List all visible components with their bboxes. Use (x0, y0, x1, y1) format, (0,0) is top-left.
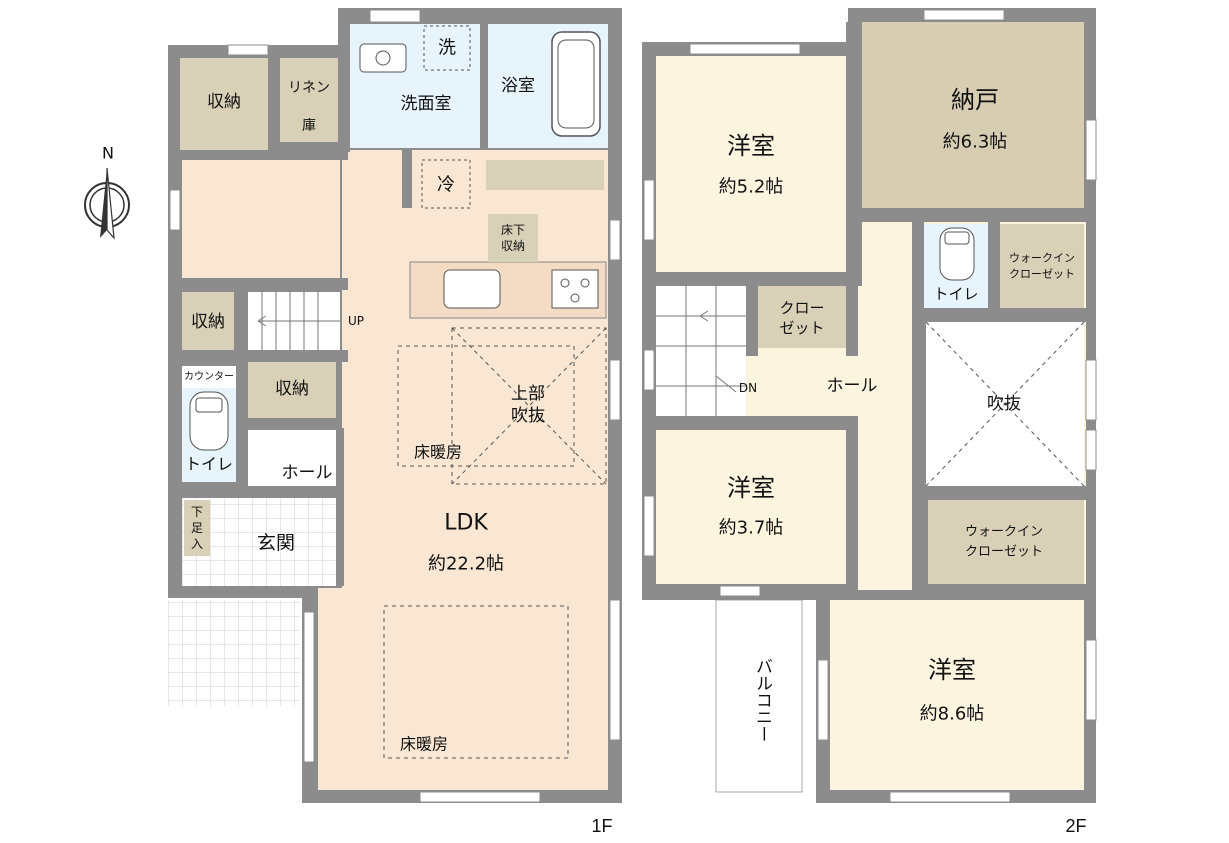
nando-room (862, 22, 1084, 208)
ldk-floor (318, 150, 608, 790)
wic-b-label-2: クローゼット (965, 545, 1043, 560)
floor-heating-label-2: 床暖房 (400, 735, 448, 754)
western-c-room (830, 600, 1084, 790)
linen-label-1: リネン (288, 80, 330, 96)
atrium-2f-label: 吹抜 (987, 394, 1021, 414)
washer-space (423, 25, 471, 71)
atrium-1f-label-2: 吹抜 (511, 406, 545, 426)
closet-label-2: ゼット (779, 319, 824, 337)
western-c-label: 洋室 (928, 656, 976, 684)
floor2-windows (643, 9, 1097, 803)
bathtub-inner-icon (557, 39, 595, 129)
counter-label: カウンター (184, 371, 234, 383)
bathtub-icon (551, 31, 601, 137)
floor-heating-zone-1 (397, 345, 575, 467)
wic-a (1000, 224, 1084, 308)
floor-heating-zone-2 (383, 605, 569, 759)
stove-icon (551, 269, 599, 309)
entrance-label: 玄関 (257, 532, 295, 554)
toilet-2f-label: トイレ (933, 285, 978, 303)
wic-a-label-2: クローゼット (1009, 268, 1075, 281)
up-label: UP (348, 314, 364, 328)
shoebox-label-3: 入 (191, 537, 203, 551)
wic-b-label-1: ウォークイン (965, 525, 1043, 540)
nando-label: 納戸 (951, 86, 999, 114)
toilet-1f-icon (189, 391, 229, 451)
compass-north-label: N (102, 144, 114, 163)
storage-c-label: 収納 (275, 379, 309, 399)
western-b-size: 約3.7帖 (719, 518, 784, 539)
fridge-space (421, 159, 471, 209)
storage-b (182, 292, 234, 350)
kitchen-back-storage (486, 160, 604, 190)
wash-label: 洗 (438, 38, 456, 59)
balcony-label: バルコニー (752, 658, 772, 743)
stairs-1f-lines (257, 292, 340, 350)
western-a-label: 洋室 (727, 132, 775, 160)
underfloor-label-2: 収納 (501, 239, 525, 253)
underfloor-label-1: 床下 (501, 223, 525, 237)
storage-a-label: 収納 (207, 92, 241, 112)
floor2-label: 2F (1065, 816, 1086, 836)
floor1-windows (169, 9, 621, 803)
atrium-1f-label-1: 上部 (511, 384, 545, 404)
shoebox-label-1: 下 (191, 505, 203, 519)
closet-2f (758, 286, 846, 348)
hall-2f-label: ホール (827, 376, 878, 396)
wic-b (928, 500, 1084, 584)
stairs-2f-lines (656, 286, 746, 416)
floor1-plan (168, 8, 622, 803)
toilet-1f-label: トイレ (185, 455, 233, 474)
western-a-size: 約5.2帖 (719, 177, 784, 198)
hall-1f-label: ホール (282, 463, 333, 483)
western-a-room (656, 56, 846, 272)
hall-upper-room (182, 158, 340, 278)
linen-storage (280, 58, 338, 142)
shoebox (184, 500, 210, 556)
storage-a (180, 58, 268, 150)
underfloor-storage (488, 214, 538, 262)
atrium-1f (451, 327, 607, 485)
atrium-2f-lines (925, 321, 1085, 487)
linen-label-2: 庫 (302, 117, 316, 134)
porch (168, 600, 300, 706)
wic-a-label-1: ウォークイン (1009, 252, 1075, 265)
washroom-floor (348, 24, 482, 148)
counter-area (182, 366, 236, 388)
compass-icon (84, 167, 130, 240)
kitchen-sink-icon (443, 269, 501, 309)
ldk-label: LDK (444, 511, 488, 536)
western-c-size: 約8.6帖 (920, 704, 985, 725)
storage-b-label: 収納 (191, 312, 225, 332)
ldk-size: 約22.2帖 (428, 554, 504, 575)
floor2-plan (642, 8, 1097, 803)
compass: N (84, 144, 130, 240)
nando-size: 約6.3帖 (943, 132, 1008, 153)
stairs-2f (656, 286, 746, 416)
shoebox-label-2: 足 (191, 521, 203, 535)
hall-1f-floor (248, 430, 342, 486)
closet-label-1: クロー (779, 299, 824, 317)
western-b-label: 洋室 (727, 474, 775, 502)
floor1-label: 1F (591, 816, 612, 836)
balcony-floor (706, 600, 810, 800)
western-b-room (656, 430, 846, 584)
sink-icon (359, 43, 407, 73)
floor2-inner-walls (642, 22, 1096, 600)
bath-label: 浴室 (501, 76, 535, 96)
floor1-inner-walls (168, 20, 488, 598)
storage-c (248, 362, 336, 418)
fridge-label: 冷 (437, 175, 455, 196)
washroom-label: 洗面室 (401, 94, 452, 114)
toilet-2f-icon (939, 227, 975, 281)
floor-heating-label-1: 床暖房 (414, 443, 462, 462)
dn-label: DN (739, 381, 757, 395)
